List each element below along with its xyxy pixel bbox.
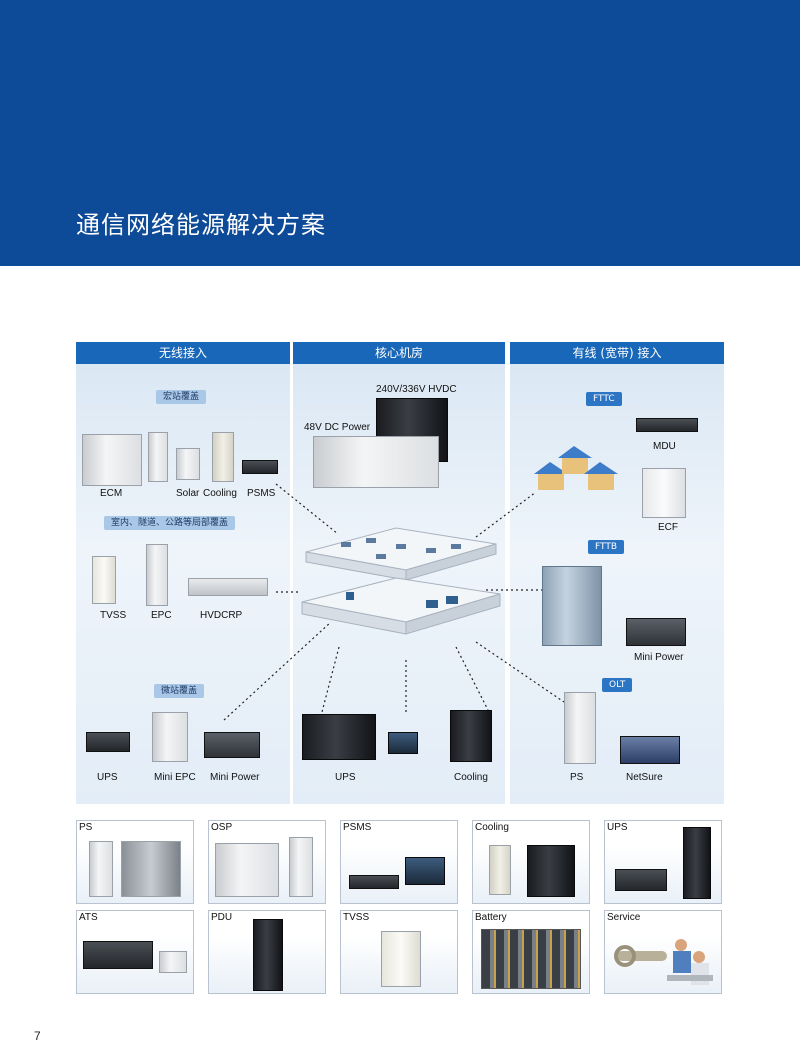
tile-ats[interactable]: ATS xyxy=(76,910,194,994)
tile-label: ATS xyxy=(79,912,98,923)
netsure-label: NetSure xyxy=(626,772,663,783)
tile-service[interactable]: Service xyxy=(604,910,722,994)
solar-label: Solar xyxy=(176,488,200,499)
tile-tvss[interactable]: TVSS xyxy=(340,910,458,994)
mdu-label: MDU xyxy=(653,441,676,452)
ps-label: PS xyxy=(570,772,584,783)
epc-cabinet-image xyxy=(146,544,168,606)
hvdcrp-rack-image xyxy=(188,578,268,596)
ps-cabinet-image xyxy=(564,692,596,764)
ecf-cabinet-image xyxy=(642,468,686,518)
building-image xyxy=(542,566,602,646)
psms-unit-image xyxy=(242,460,278,474)
tile-label: PS xyxy=(79,822,93,833)
tile-ups[interactable]: UPS xyxy=(604,820,722,904)
tile-pdu[interactable]: PDU xyxy=(208,910,326,994)
monitor-image xyxy=(388,732,418,754)
title-banner: 通信网络能源解决方案 xyxy=(0,0,800,266)
tile-label: Cooling xyxy=(475,822,509,833)
tile-label: PSMS xyxy=(343,822,372,833)
dc48-power-label: 48V DC Power xyxy=(304,422,371,433)
page-title: 通信网络能源解决方案 xyxy=(76,211,326,239)
tag-olt: OLT xyxy=(602,678,633,692)
tvss-box-image xyxy=(92,556,116,604)
connector-lines xyxy=(223,483,565,721)
tile-label: Service xyxy=(607,912,641,923)
tile-ps[interactable]: PS xyxy=(76,820,194,904)
solar-cabinet-image xyxy=(148,432,168,482)
tag-macro-site: 宏站覆盖 xyxy=(156,390,207,404)
cooling-unit-image xyxy=(212,432,234,482)
mini-power-wired-image xyxy=(626,618,686,646)
core-column-header: 核心机房 xyxy=(293,342,505,364)
cooling-core-image xyxy=(450,710,492,762)
wired-column-header: 有线 (宽带) 接入 xyxy=(510,342,724,364)
dc48-cabinets-image xyxy=(313,436,439,488)
epc-label: EPC xyxy=(151,610,172,621)
tile-label: PDU xyxy=(211,912,233,923)
mini-epc-image xyxy=(152,712,188,762)
mini-power-label-wireless: Mini Power xyxy=(210,772,260,783)
cooling-label-core: Cooling xyxy=(454,772,488,783)
tile-label: OSP xyxy=(211,822,233,833)
network-energy-diagram: 无线接入 核心机房 有线 (宽带) 接入 宏站覆盖 ECM Solar Cool… xyxy=(76,342,724,804)
tag-micro-site: 微站覆盖 xyxy=(154,684,205,698)
tile-cooling[interactable]: Cooling xyxy=(472,820,590,904)
ups-label-core: UPS xyxy=(335,772,356,783)
ecf-label: ECF xyxy=(658,522,678,533)
tag-fttb: FTTB xyxy=(588,540,625,554)
tile-osp[interactable]: OSP xyxy=(208,820,326,904)
page-number: 7 xyxy=(34,1029,41,1043)
ups-label-wireless: UPS xyxy=(97,772,118,783)
psms-label: PSMS xyxy=(247,488,276,499)
ups-core-image xyxy=(302,714,376,760)
tvss-label: TVSS xyxy=(100,610,127,621)
cooling-label-wireless: Cooling xyxy=(203,488,237,499)
mini-power-wireless-image xyxy=(204,732,260,758)
hvdc-label: 240V/336V HVDC xyxy=(376,384,457,395)
hvdcrp-label: HVDCRP xyxy=(200,610,243,621)
mini-epc-label: Mini EPC xyxy=(154,772,196,783)
netsure-unit-image xyxy=(620,736,680,764)
data-center-floors-illustration xyxy=(301,527,501,635)
tile-psms[interactable]: PSMS xyxy=(340,820,458,904)
mdu-unit-image xyxy=(636,418,698,432)
tag-fttc: FTTC xyxy=(586,392,622,406)
ups-wireless-image xyxy=(86,732,130,752)
wireless-column-header: 无线接入 xyxy=(76,342,290,364)
ecm-cabinet-image xyxy=(82,434,142,486)
houses-illustration xyxy=(534,446,618,490)
solar-unit-image xyxy=(176,448,200,480)
tile-label: Battery xyxy=(475,912,507,923)
mini-power-label-wired: Mini Power xyxy=(634,652,684,663)
tile-battery[interactable]: Battery xyxy=(472,910,590,994)
service-illustration xyxy=(614,939,713,985)
tile-label: TVSS xyxy=(343,912,370,923)
ecm-label: ECM xyxy=(100,488,123,499)
tile-label: UPS xyxy=(607,822,628,833)
tag-local-coverage: 室内、隧道、公路等局部覆盖 xyxy=(104,516,236,530)
